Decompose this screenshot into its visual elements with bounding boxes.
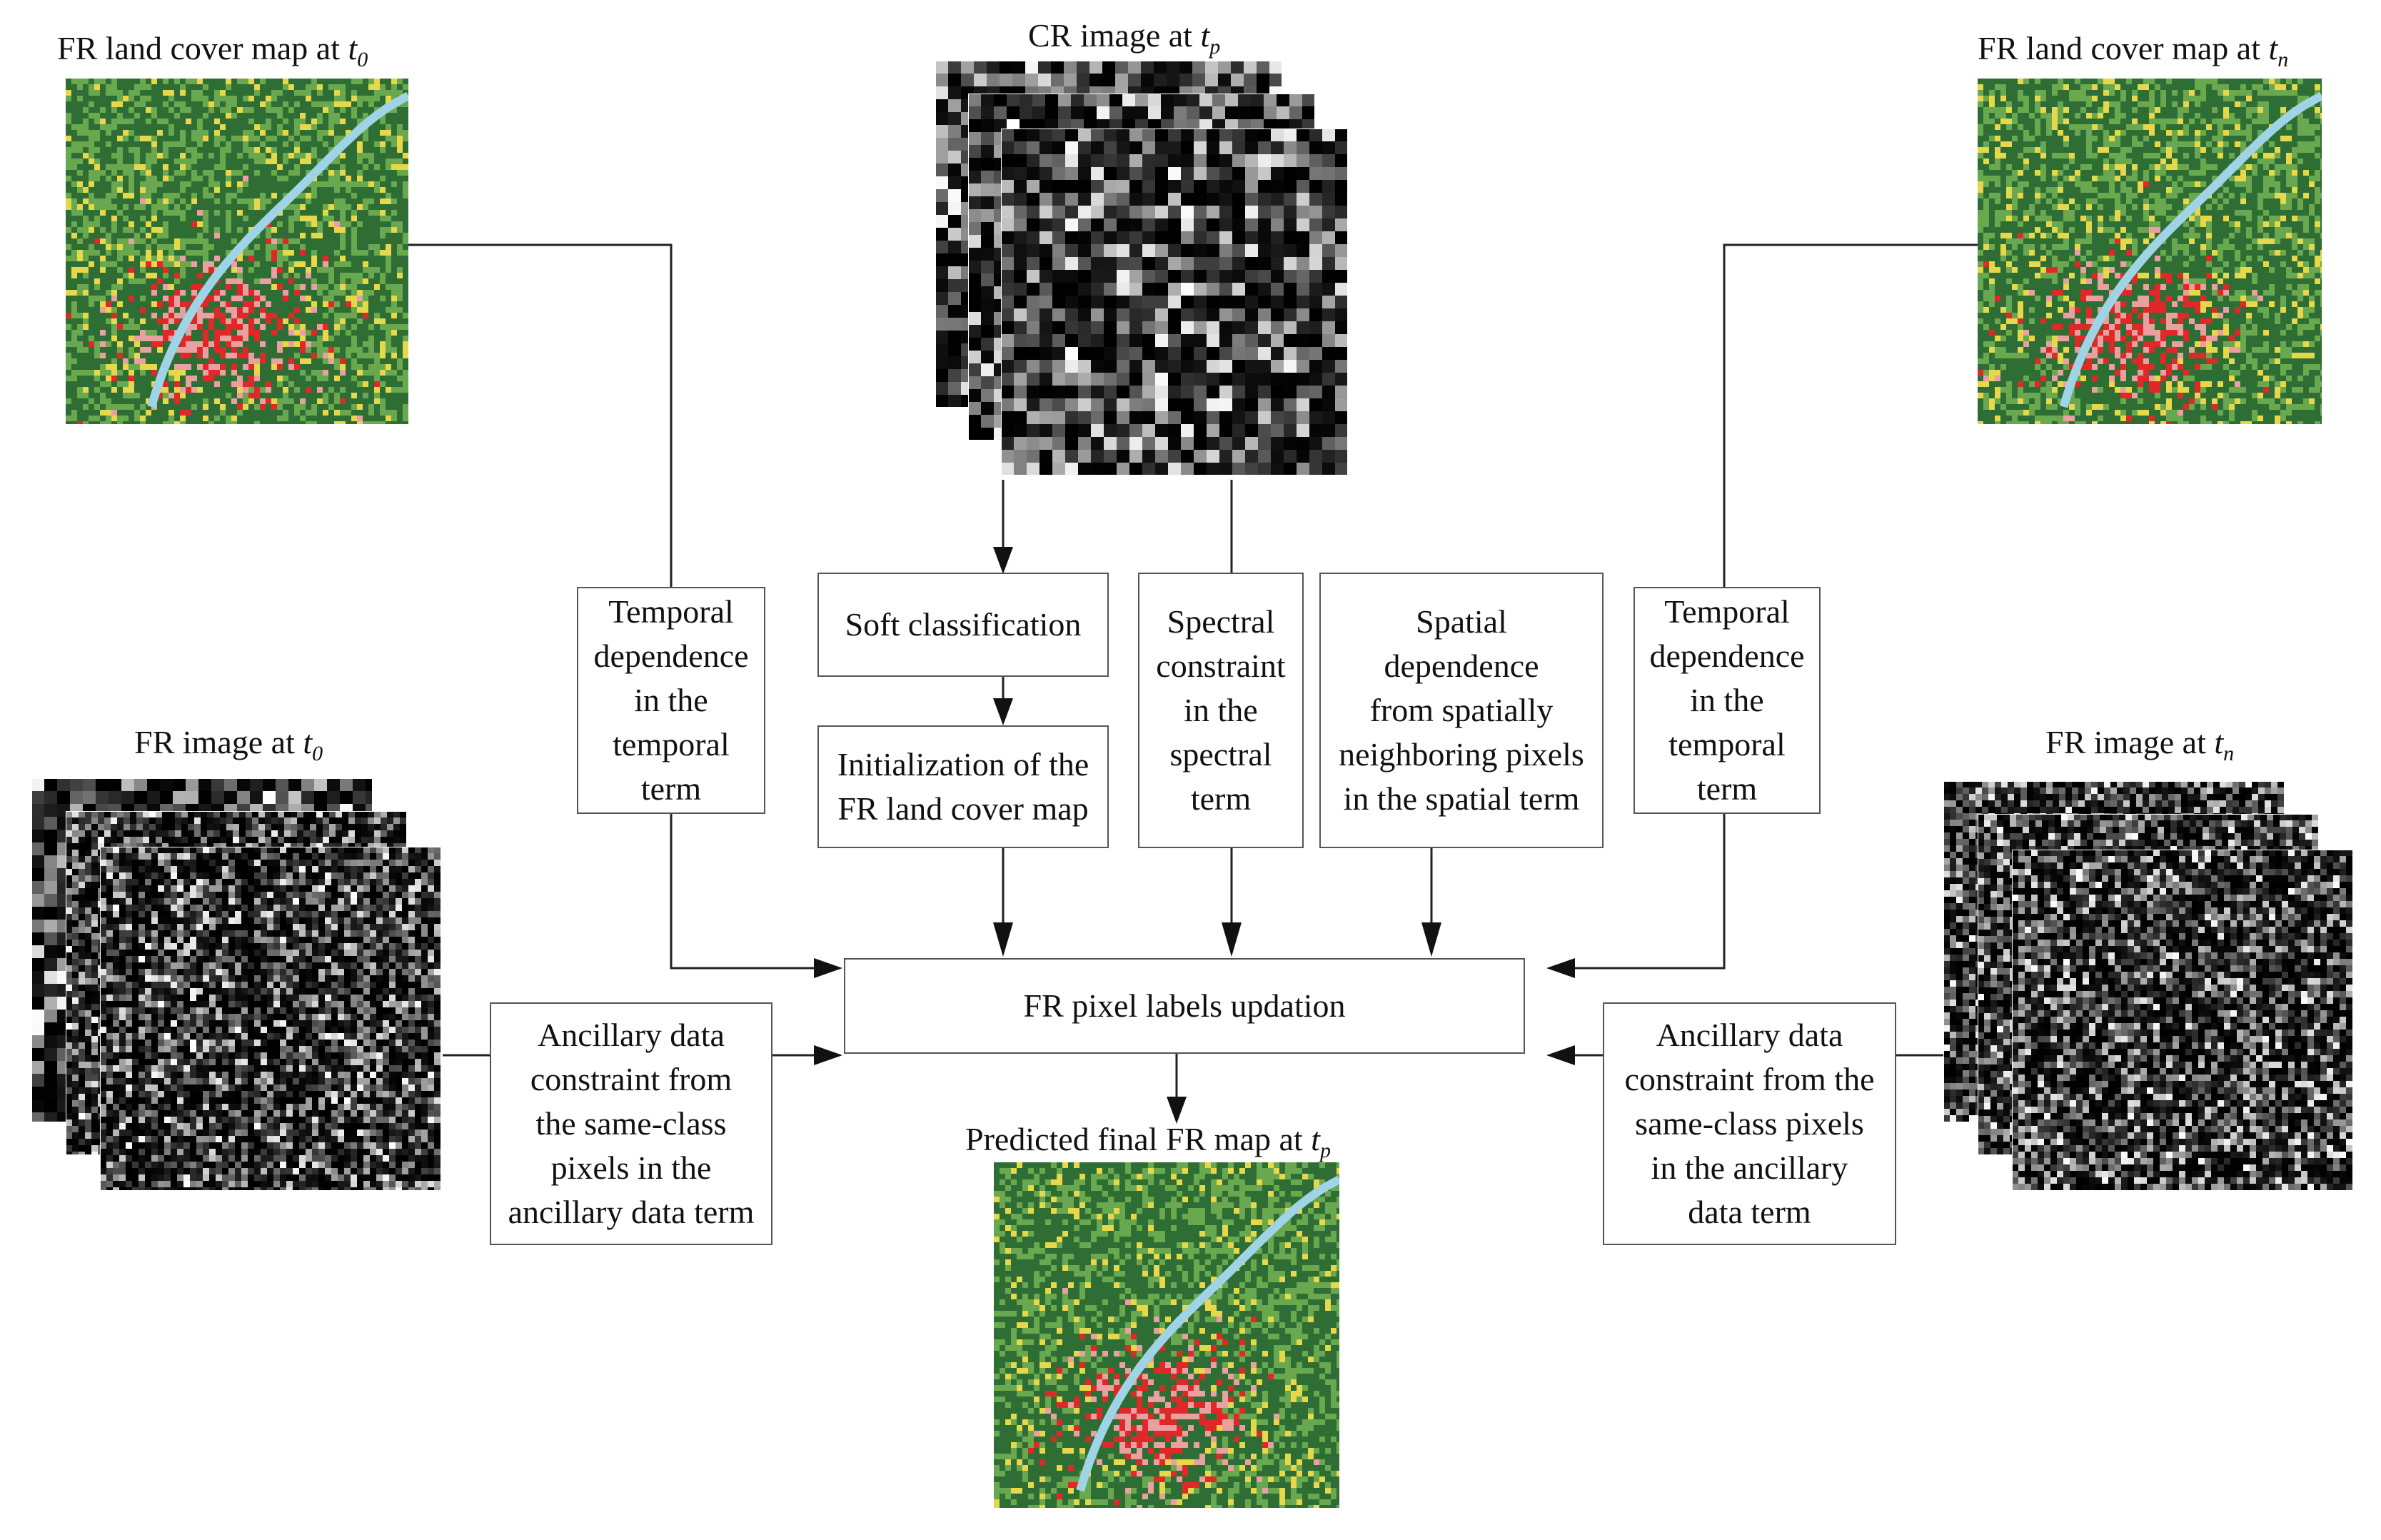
- box-fr-pixel-labels-updation: FR pixel labels updation: [844, 958, 1525, 1054]
- caption-fr-map-t0: FR land cover map at t0: [57, 29, 368, 80]
- caption-text: FR image at: [134, 724, 303, 760]
- box-temporal-dependence-left: Temporal dependence in the temporal term: [577, 587, 765, 814]
- caption-text: CR image at: [1028, 17, 1200, 54]
- box-label: Soft classification: [845, 603, 1082, 647]
- arrowhead-ancillary-left-to-update: [814, 1045, 842, 1065]
- box-label: Ancillary data constraint from the same-…: [1624, 1013, 1874, 1234]
- caption-fr-map-tn: FR land cover map at tn: [1978, 29, 2288, 80]
- connector-map-t0-to-temporal: [408, 243, 673, 587]
- arrowhead-spatial-to-update: [1421, 922, 1441, 957]
- caption-text: FR land cover map at: [57, 30, 348, 66]
- fr-land-cover-map-tn: [1978, 79, 2326, 427]
- caption-text: FR land cover map at: [1978, 30, 2269, 66]
- box-label: FR pixel labels updation: [1023, 984, 1345, 1028]
- arrowhead-to-predicted: [1167, 1097, 1187, 1124]
- box-initialization: Initialization of the FR land cover map: [817, 725, 1109, 848]
- arrowhead-to-soft: [993, 547, 1013, 574]
- connector-temporal-right-to-update: [1568, 814, 1726, 970]
- caption-subscript: tn: [2269, 30, 2289, 71]
- box-label: Spectral constraint in the spectral term: [1156, 600, 1285, 821]
- caption-subscript: t0: [348, 30, 368, 71]
- fr-image-layer-3: [100, 847, 441, 1191]
- caption-text: FR image at: [2045, 724, 2214, 760]
- fr-image-stack-t0: [31, 778, 446, 1192]
- box-label: Temporal dependence in the temporal term: [593, 590, 748, 811]
- connector-temporal-left-to-update: [670, 814, 821, 970]
- land-cover-map-image: [66, 79, 411, 427]
- caption-fr-image-tn: FR image at tn: [2045, 723, 2234, 774]
- caption-subscript: tp: [1200, 17, 1220, 59]
- arrowhead-init-to-update: [993, 922, 1013, 957]
- box-label: Initialization of the FR land cover map: [837, 743, 1089, 831]
- box-label: Spatial dependence from spatially neighb…: [1339, 600, 1584, 821]
- box-label: Ancillary data constraint from the same-…: [508, 1013, 755, 1234]
- box-temporal-dependence-right: Temporal dependence in the temporal term: [1634, 587, 1821, 814]
- arrowhead-temporal-right-to-update: [1546, 958, 1575, 978]
- cr-image-stack: [935, 61, 1349, 482]
- box-label: Temporal dependence in the temporal term: [1649, 590, 1804, 811]
- cr-image-layer-3: [1001, 129, 1348, 475]
- arrowhead-spectral-to-update: [1222, 922, 1242, 957]
- box-spectral-constraint: Spectral constraint in the spectral term: [1138, 573, 1304, 848]
- arrowhead-ancillary-right-to-update: [1546, 1045, 1575, 1065]
- connector-map-tn-to-temporal: [1723, 243, 1978, 587]
- box-ancillary-left: Ancillary data constraint from the same-…: [490, 1002, 772, 1245]
- arrowhead-temporal-left-to-update: [814, 958, 842, 978]
- box-soft-classification: Soft classification: [817, 573, 1109, 677]
- arrowhead-to-init: [993, 698, 1013, 725]
- caption-subscript: tp: [1311, 1121, 1331, 1162]
- fr-land-cover-map-t0: [66, 79, 411, 427]
- land-cover-map-image: [1978, 79, 2326, 427]
- caption-predicted-map-tp: Predicted final FR map at tp: [965, 1119, 1331, 1171]
- caption-text: Predicted final FR map at: [965, 1121, 1311, 1157]
- fr-image-layer-3: [2012, 850, 2353, 1191]
- box-ancillary-right: Ancillary data constraint from the same-…: [1603, 1002, 1896, 1245]
- caption-subscript: t0: [303, 724, 323, 765]
- box-spatial-dependence: Spatial dependence from spatially neighb…: [1319, 573, 1604, 848]
- caption-cr-image-tp: CR image at tp: [1028, 16, 1220, 67]
- caption-subscript: tn: [2214, 724, 2234, 765]
- fr-image-stack-tn: [1943, 781, 2357, 1195]
- caption-fr-image-t0: FR image at t0: [134, 723, 323, 774]
